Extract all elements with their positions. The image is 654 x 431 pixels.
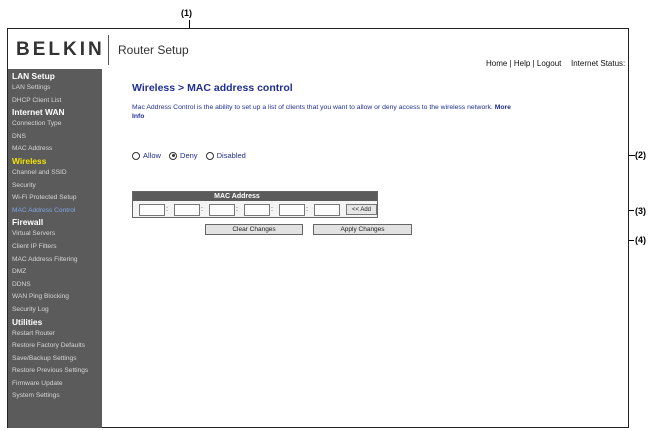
mac-octet-6-input[interactable] (314, 204, 340, 216)
sidebar-section-lan-setup[interactable]: LAN Setup (12, 71, 55, 81)
help-link[interactable]: Help (513, 59, 531, 68)
description-text: Mac Address Control is the ability to se… (132, 104, 493, 111)
mac-colon: : (201, 206, 203, 213)
logout-link[interactable]: Logout (536, 59, 562, 68)
description: Mac Address Control is the ability to se… (132, 103, 512, 121)
router-window: BELKIN Router Setup Home | Help | Logout… (7, 28, 629, 428)
mac-colon: : (236, 206, 238, 213)
sidebar-item-restore-factory-defaults[interactable]: Restore Factory Defaults (12, 342, 85, 350)
radio-disabled-label: Disabled (216, 151, 246, 160)
callout-1: (1) (181, 8, 192, 18)
sidebar-item-security[interactable]: Security (12, 181, 36, 189)
sidebar-section-internet-wan[interactable]: Internet WAN (12, 107, 65, 118)
internet-status: Internet Status: (571, 59, 626, 68)
mac-address-table: MAC Address : : : : : << Add (132, 191, 378, 218)
home-link[interactable]: Home (486, 59, 508, 68)
mac-colon: : (271, 206, 273, 213)
sidebar-item-security-log[interactable]: Security Log (12, 305, 49, 313)
sidebar-item-wan-ping-blocking[interactable]: WAN Ping Blocking (12, 293, 69, 301)
sidebar: LAN Setup LAN Settings DHCP Client List … (8, 69, 102, 428)
sidebar-item-system-settings[interactable]: System Settings (12, 392, 60, 400)
access-mode-radios: Allow Deny Disabled (132, 151, 252, 162)
sidebar-item-virtual-servers[interactable]: Virtual Servers (12, 230, 56, 238)
top-links: Home | Help | Logout (486, 59, 561, 68)
mac-octet-5-input[interactable] (279, 204, 305, 216)
sidebar-item-client-ip-filters[interactable]: Client IP Filters (12, 242, 57, 250)
radio-disabled[interactable]: Disabled (205, 151, 246, 160)
sidebar-item-channel-ssid[interactable]: Channel and SSID (12, 168, 67, 176)
header: BELKIN Router Setup Home | Help | Logout… (8, 29, 628, 69)
sidebar-item-mac-address-filtering[interactable]: MAC Address Filtering (12, 255, 78, 263)
radio-allow[interactable]: Allow (132, 151, 161, 160)
link-separator: | (509, 59, 512, 68)
mac-octet-2-input[interactable] (174, 204, 200, 216)
more-info-link[interactable]: More Info (132, 104, 511, 120)
radio-deny-circle[interactable] (169, 151, 178, 160)
callout-4: (4) (635, 235, 646, 245)
sidebar-item-wifi-protected-setup[interactable]: Wi-Fi Protected Setup (12, 194, 77, 202)
radio-deny-label: Deny (180, 151, 198, 160)
callout-3: (3) (635, 206, 646, 216)
sidebar-item-mac-address-control[interactable]: MAC Address Control (12, 206, 76, 214)
sidebar-item-restore-previous-settings[interactable]: Restore Previous Settings (12, 367, 89, 375)
belkin-logo: BELKIN (16, 39, 105, 60)
radio-allow-label: Allow (143, 151, 161, 160)
sidebar-item-restart-router[interactable]: Restart Router (12, 329, 55, 337)
main-content: Wireless > MAC address control Mac Addre… (102, 69, 628, 428)
sidebar-item-dhcp-client-list[interactable]: DHCP Client List (12, 96, 62, 104)
app-title: Router Setup (118, 43, 189, 57)
radio-disabled-circle[interactable] (205, 151, 214, 160)
mac-octet-1-input[interactable] (139, 204, 165, 216)
sidebar-item-save-backup-settings[interactable]: Save/Backup Settings (12, 354, 77, 362)
mac-octet-4-input[interactable] (244, 204, 270, 216)
add-mac-button[interactable]: << Add (346, 204, 377, 215)
page-title: Wireless > MAC address control (132, 82, 293, 94)
radio-allow-circle[interactable] (132, 151, 140, 160)
sidebar-item-connection-type[interactable]: Connection Type (12, 120, 62, 128)
sidebar-section-utilities[interactable]: Utilities (12, 316, 43, 327)
link-separator: | (532, 59, 535, 68)
sidebar-item-ddns[interactable]: DDNS (12, 280, 31, 288)
mac-colon: : (166, 206, 168, 213)
mac-table-header: MAC Address (133, 192, 377, 201)
sidebar-item-mac-address[interactable]: MAC Address (12, 145, 53, 153)
mac-input-row: : : : : : << Add (133, 201, 377, 218)
sidebar-section-firewall[interactable]: Firewall (12, 217, 44, 228)
header-divider (108, 35, 109, 65)
sidebar-item-firmware-update[interactable]: Firmware Update (12, 379, 63, 387)
clear-changes-button[interactable]: Clear Changes (205, 224, 303, 235)
sidebar-item-dns[interactable]: DNS (12, 132, 26, 140)
sidebar-item-lan-settings[interactable]: LAN Settings (12, 84, 51, 91)
radio-deny[interactable]: Deny (169, 151, 198, 160)
sidebar-section-wireless[interactable]: Wireless (12, 155, 47, 166)
callout-2: (2) (635, 150, 646, 160)
sidebar-item-dmz[interactable]: DMZ (12, 268, 27, 276)
mac-colon: : (306, 206, 308, 213)
apply-changes-button[interactable]: Apply Changes (313, 224, 412, 235)
mac-octet-3-input[interactable] (209, 204, 235, 216)
